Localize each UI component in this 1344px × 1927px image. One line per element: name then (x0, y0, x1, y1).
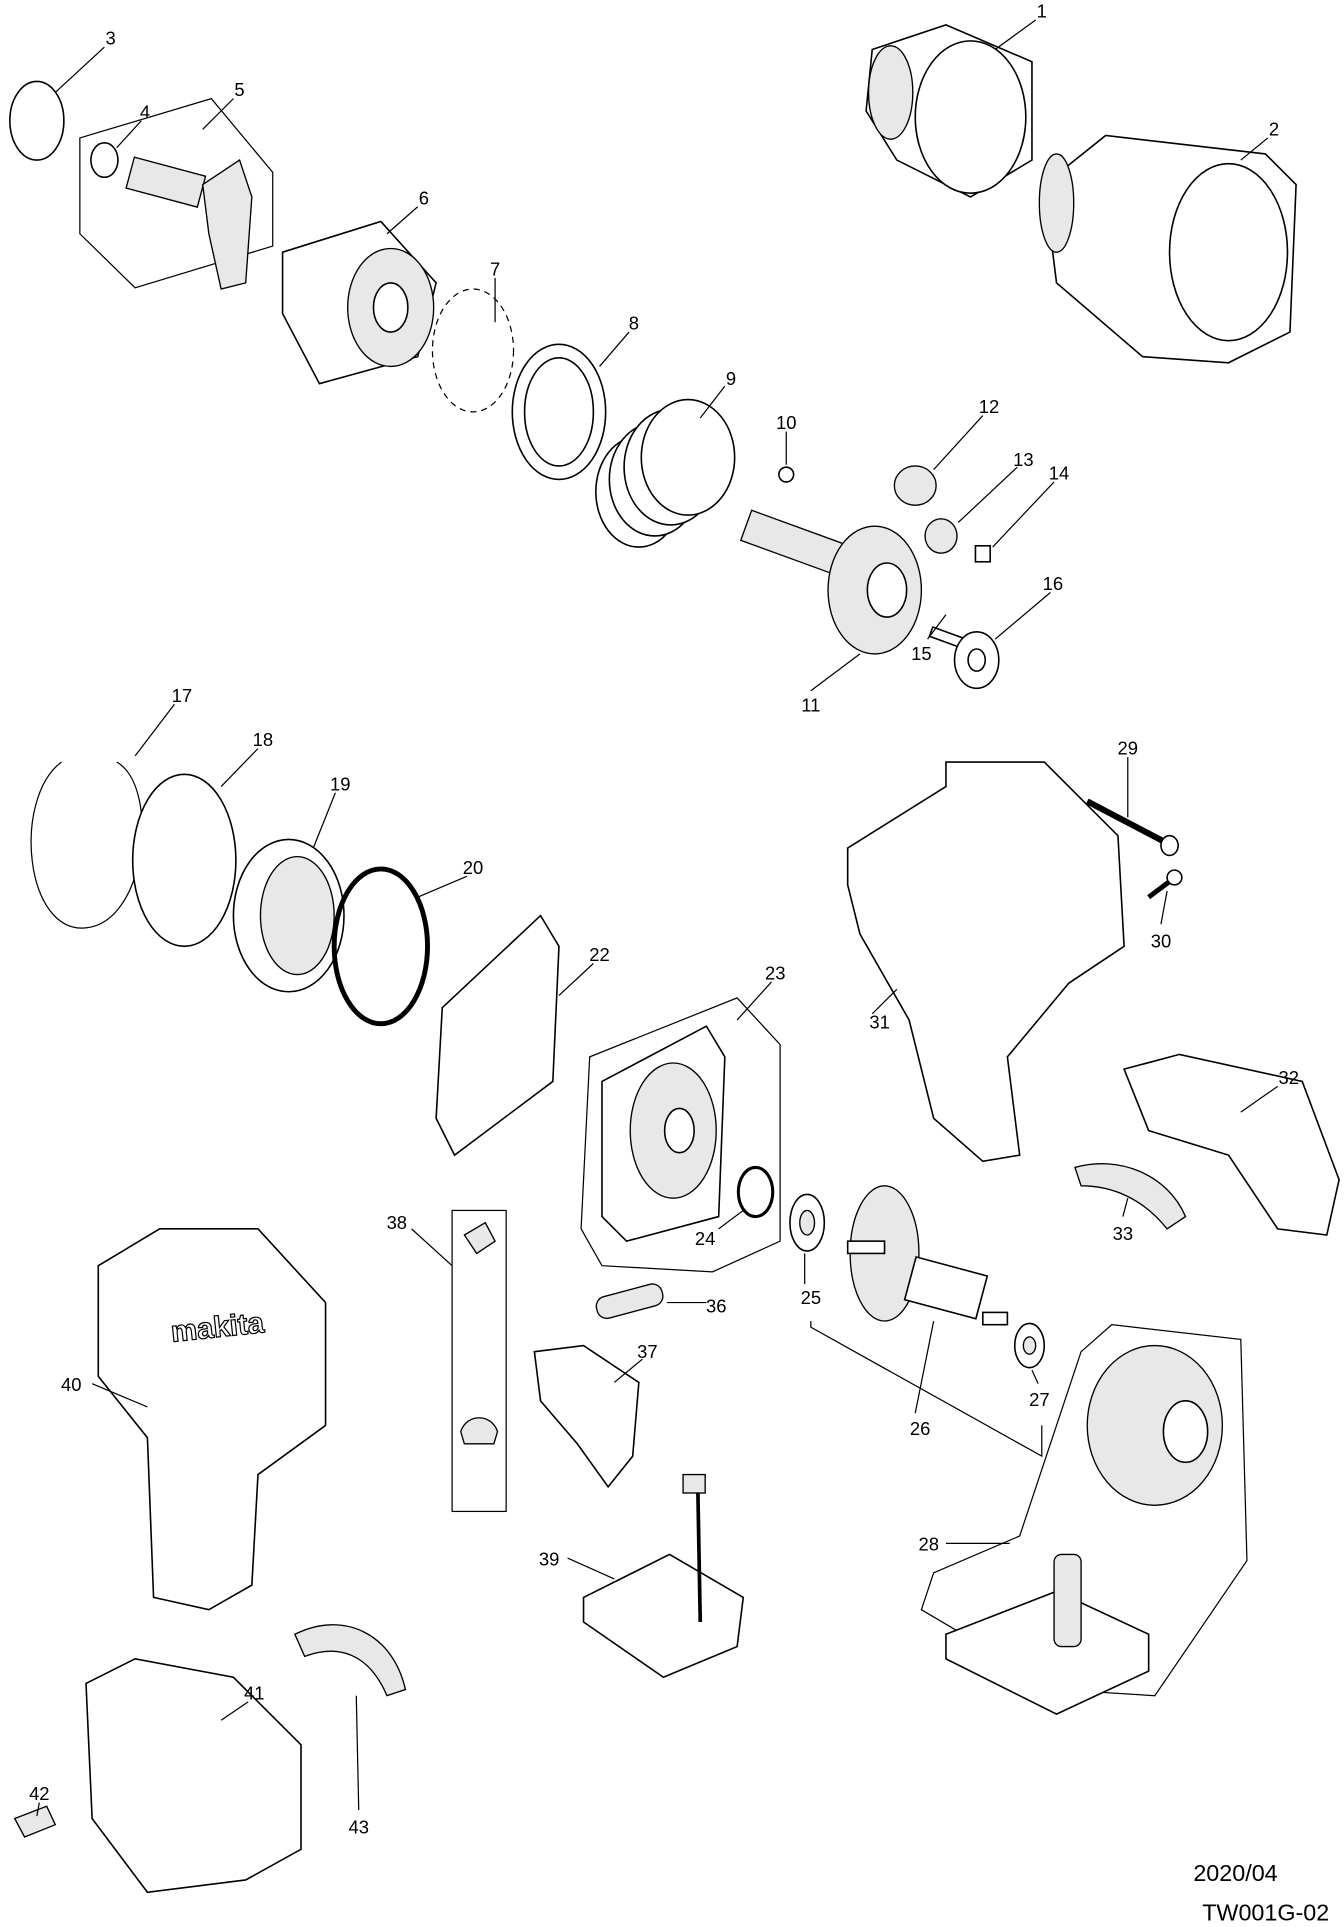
part-42-badge (13, 1805, 57, 1838)
part-label-22: 22 (589, 944, 609, 965)
part-38-parts-set (451, 1209, 507, 1513)
part-label-11: 11 (801, 695, 820, 716)
part-20-o-ring (331, 866, 430, 1027)
part-43-rubber-bumper (293, 1624, 407, 1697)
part-4-ring (90, 142, 119, 179)
part-40-housing-cover: makita (97, 1228, 327, 1611)
part-6-hammer-case (281, 220, 438, 385)
part-8-washer (511, 343, 607, 481)
part-label-7: 7 (490, 259, 500, 280)
part-19-internal-gear (232, 838, 345, 993)
part-label-38: 38 (387, 1212, 407, 1233)
part-9-spring (595, 398, 736, 548)
part-17-retaining-ring (30, 761, 143, 929)
part-36-terminal (595, 1283, 664, 1320)
part-label-15: 15 (911, 643, 931, 664)
part-13-gear (924, 518, 958, 554)
part-16-washer (953, 631, 1000, 690)
part-29-screw (1085, 798, 1179, 857)
part-label-33: 33 (1113, 1223, 1133, 1244)
part-label-31: 31 (869, 1012, 889, 1033)
part-30-screw (1147, 869, 1183, 900)
part-2-gear-housing (1038, 134, 1297, 364)
part-label-27: 27 (1029, 1389, 1049, 1410)
part-label-41: 41 (244, 1682, 264, 1703)
part-label-32: 32 (1278, 1067, 1298, 1088)
part-25-bearing (789, 1193, 826, 1252)
part-label-24: 24 (695, 1228, 715, 1249)
part-32-rear-cover (1123, 1053, 1340, 1236)
part-27-bearing (1013, 1322, 1046, 1369)
footer-model-code: TW001G-02 (1202, 1900, 1329, 1926)
part-label-26: 26 (910, 1418, 930, 1439)
part-10-ball (778, 466, 795, 483)
part-11-spindle (739, 509, 923, 655)
part-label-43: 43 (348, 1816, 368, 1837)
part-label-29: 29 (1118, 738, 1138, 759)
part-label-17: 17 (172, 685, 192, 706)
part-label-30: 30 (1151, 931, 1171, 952)
part-label-16: 16 (1043, 573, 1063, 594)
part-31-housing-left (846, 761, 1125, 1163)
part-label-40: 40 (61, 1374, 81, 1395)
part-label-36: 36 (706, 1295, 726, 1316)
part-28-controller-assembly (920, 1324, 1248, 1716)
part-14-bushing (974, 545, 991, 563)
part-label-4: 4 (140, 101, 150, 122)
part-41-rear-cover (85, 1658, 302, 1894)
part-label-23: 23 (765, 962, 785, 983)
part-23-motor-housing-assembly (580, 997, 781, 1273)
part-label-14: 14 (1049, 462, 1069, 483)
part-label-13: 13 (1013, 449, 1033, 470)
part-label-5: 5 (234, 79, 244, 100)
part-label-6: 6 (419, 187, 429, 208)
part-1-hammer-case-cover (865, 24, 1033, 198)
part-22-gasket (435, 914, 560, 1157)
part-label-9: 9 (726, 368, 736, 389)
part-33-rubber-bumper (1074, 1163, 1187, 1230)
part-label-25: 25 (801, 1287, 821, 1308)
part-label-20: 20 (463, 857, 483, 878)
part-5-anvil-assembly (79, 97, 274, 290)
part-label-8: 8 (629, 313, 639, 334)
part-18-o-ring (131, 773, 237, 948)
part-label-28: 28 (919, 1534, 939, 1555)
part-26-rotor (846, 1185, 1009, 1326)
part-label-3: 3 (105, 28, 115, 49)
footer-date: 2020/04 (1193, 1860, 1277, 1886)
part-24-o-ring (736, 1165, 775, 1219)
part-label-18: 18 (253, 729, 273, 750)
part-label-19: 19 (330, 773, 350, 794)
part-37-switch (533, 1344, 640, 1489)
part-label-1: 1 (1037, 1, 1047, 22)
part-3-ring (9, 80, 65, 161)
part-label-12: 12 (979, 396, 999, 417)
leader-lines (36, 19, 1279, 1817)
part-label-42: 42 (29, 1783, 49, 1804)
part-12-planet-gear (893, 465, 937, 506)
part-label-2: 2 (1269, 118, 1279, 139)
part-39-switch-plate (582, 1473, 745, 1679)
part-label-10: 10 (776, 412, 796, 433)
part-label-39: 39 (539, 1548, 559, 1569)
part-7-steel-ball-ring (431, 288, 515, 413)
part-label-37: 37 (637, 1341, 657, 1362)
